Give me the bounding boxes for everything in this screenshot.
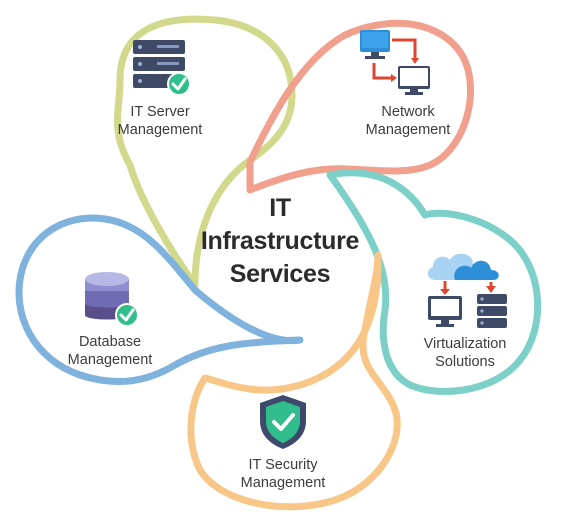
label-security: IT Security Management (240, 457, 326, 491)
server-rack-icon (133, 40, 191, 101)
center-title-line2: Infrastructure (200, 227, 360, 255)
shield-check-icon (260, 395, 306, 454)
petal-virtual-outline (326, 169, 542, 395)
network-monitors-icon (360, 30, 440, 101)
petal-database-outline (15, 214, 304, 386)
label-virtual: Virtualization Solutions (423, 336, 507, 370)
center-title-line1: IT (269, 194, 291, 222)
label-database: Database Management (67, 334, 153, 368)
petal-security-outline (187, 251, 401, 511)
cloud-server-icon (425, 248, 511, 337)
petal-network-outline (246, 19, 474, 194)
center-title-line3: Services (229, 260, 331, 288)
label-network: Network Management (365, 104, 451, 138)
label-server: IT Server Management (117, 104, 203, 138)
center-title: IT Infrastructure Services (200, 192, 360, 291)
database-icon (83, 271, 143, 336)
